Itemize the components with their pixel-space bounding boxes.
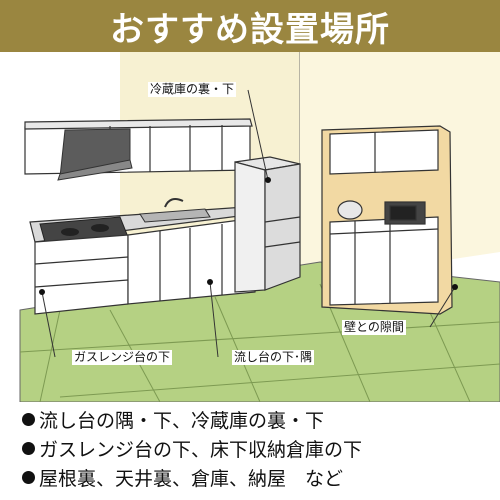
bullet-dot-icon xyxy=(22,442,35,455)
burner xyxy=(91,224,109,232)
list-item: 屋根裏、天井裏、倉庫、納屋 など xyxy=(22,465,492,494)
upper-cabinets xyxy=(24,118,253,175)
range-hood-edge xyxy=(57,159,133,181)
bullet-dot-icon xyxy=(22,413,35,426)
cupboard xyxy=(321,125,453,315)
title-banner: おすすめ設置場所 xyxy=(0,0,500,52)
gas-range-label: ガスレンジ台の下 xyxy=(72,350,173,365)
bullet-dot-icon xyxy=(22,471,35,484)
refrigerator xyxy=(234,156,301,293)
leader-dots xyxy=(39,177,458,295)
wall-gap-label: 壁との隙間 xyxy=(342,320,406,335)
fridge-label: 冷蔵庫の裏・下 xyxy=(148,82,237,97)
sink-basin xyxy=(139,208,211,223)
list-item: 流し台の隅・下、冷蔵庫の裏・下 xyxy=(22,407,492,436)
list-item: ガスレンジ台の下、床下収納倉庫の下 xyxy=(22,436,492,465)
kitchen-drawing xyxy=(0,52,500,403)
burner xyxy=(61,228,79,236)
leader-lines xyxy=(41,89,456,358)
lower-cabinets xyxy=(34,217,256,315)
sink-label: 流し台の下･隅 xyxy=(232,350,315,365)
faucet xyxy=(164,198,184,208)
kitchen-illustration: 冷蔵庫の裏・下 壁との隙間 ガスレンジ台の下 流し台の下･隅 xyxy=(0,52,500,403)
page-title: おすすめ設置場所 xyxy=(110,9,390,50)
location-list: 流し台の隅・下、冷蔵庫の裏・下 ガスレンジ台の下、床下収納倉庫の下 屋根裏、天井… xyxy=(22,407,492,494)
